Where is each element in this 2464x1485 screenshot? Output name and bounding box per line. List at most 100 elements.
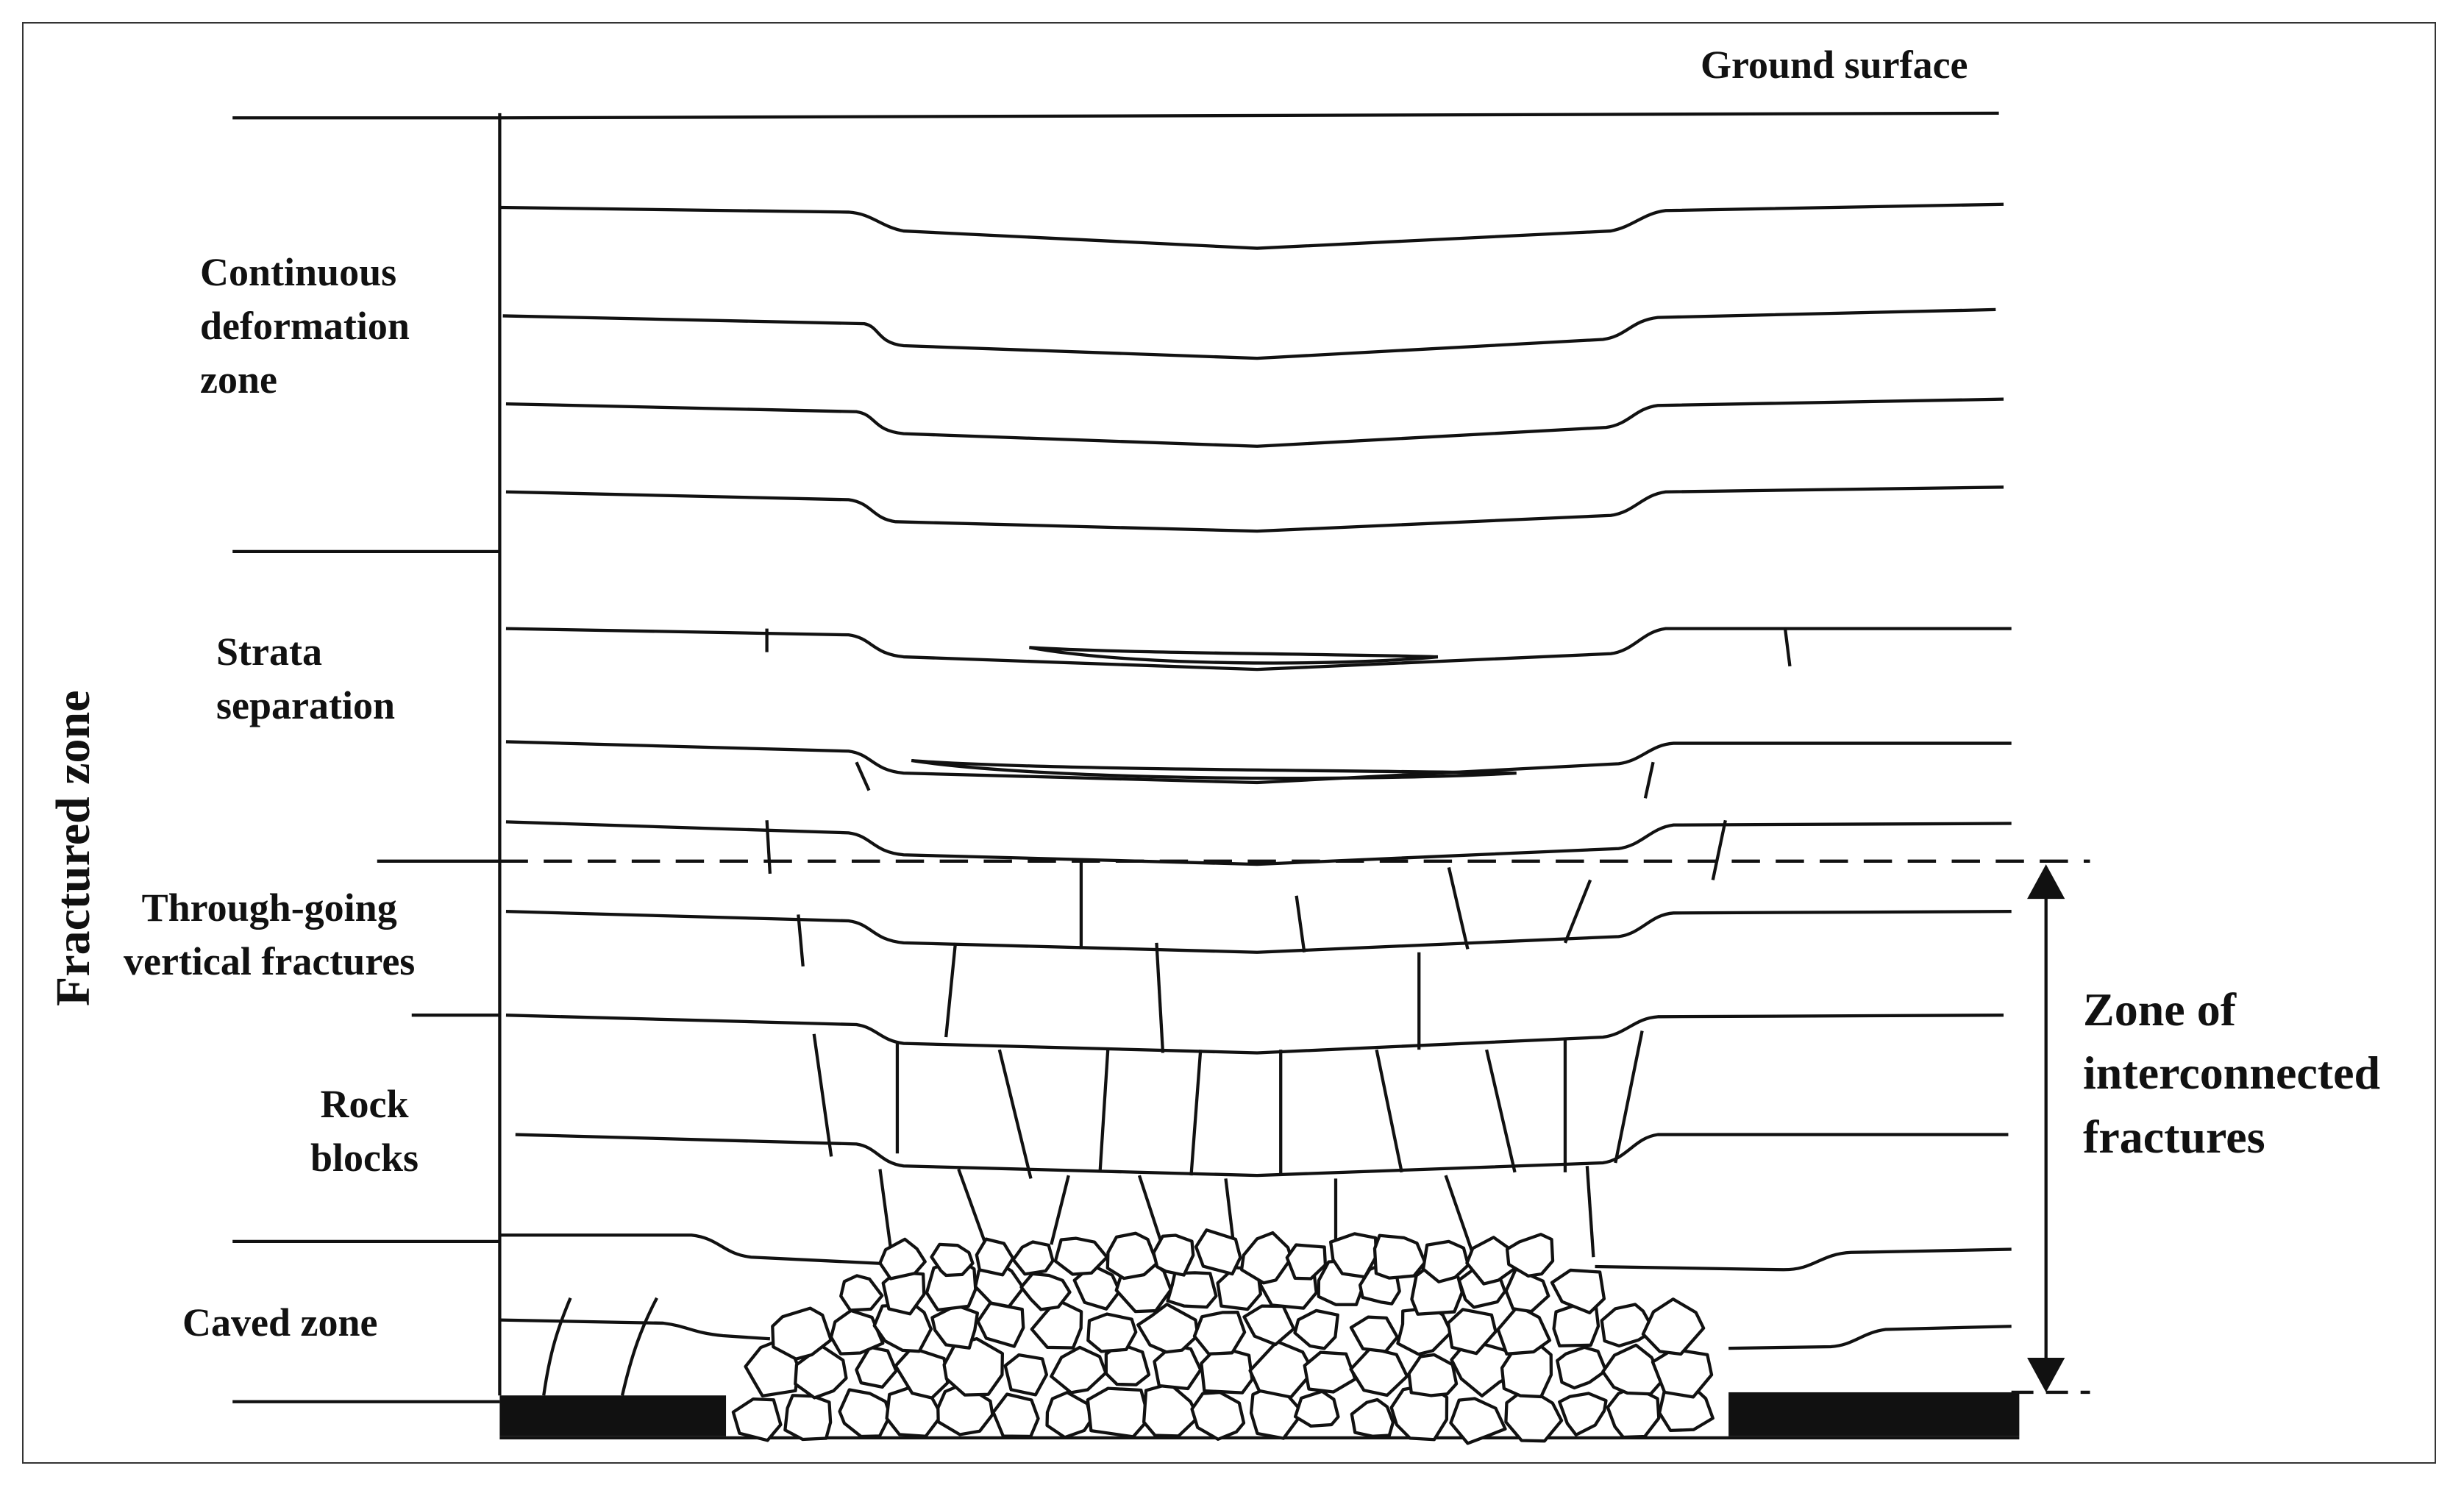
rock-fragment	[1349, 1346, 1409, 1397]
fracture-line	[944, 942, 958, 1038]
rock-fragment	[1239, 1231, 1293, 1285]
fracture-line	[1711, 819, 1727, 880]
rock-fragment	[1450, 1339, 1516, 1397]
rock-fragment	[1349, 1315, 1399, 1353]
rock-fragment	[1152, 1233, 1195, 1277]
ground-surface-label: Ground surface	[1701, 43, 1968, 87]
rock-fragment	[731, 1397, 783, 1442]
arrow-head-up	[2027, 864, 2065, 900]
stratum-line	[505, 1014, 2004, 1055]
fracture-line	[1189, 1050, 1203, 1176]
rock-fragment	[1003, 1353, 1049, 1397]
rock-fragment	[975, 1237, 1015, 1277]
rock-fragment	[1550, 1268, 1606, 1314]
rock-fragment	[1601, 1343, 1664, 1396]
separation-lens	[1029, 646, 1439, 665]
rock-fragment	[1556, 1345, 1608, 1390]
stratum-line	[502, 307, 1996, 360]
fracture-line	[812, 1033, 833, 1157]
fracture-line	[878, 1169, 893, 1251]
rock-fragment	[930, 1303, 980, 1350]
stratum-line	[505, 820, 2012, 866]
rock-fragment	[942, 1336, 1004, 1397]
rock-fragment	[991, 1392, 1040, 1439]
fracture-line	[1485, 1049, 1517, 1173]
stratum-line	[499, 1233, 880, 1265]
fracture-line	[997, 1049, 1033, 1179]
rock-fragment	[1153, 1343, 1203, 1391]
rock-fragment	[1293, 1308, 1339, 1350]
rock-fragment	[1190, 1391, 1246, 1441]
fracture-line	[1375, 1049, 1403, 1173]
rock-fragment	[1558, 1392, 1608, 1436]
rock-fragment	[1045, 1391, 1093, 1439]
stratum-line	[505, 397, 2004, 448]
rock-fragment	[1504, 1267, 1550, 1314]
fracture-line	[1155, 942, 1165, 1053]
rock-fragment	[1446, 1308, 1498, 1356]
rock-fragment	[1600, 1303, 1656, 1348]
rock-fragment	[973, 1261, 1025, 1308]
fracture-line	[765, 820, 772, 875]
rock-fragment	[1011, 1240, 1055, 1276]
fracture-line	[797, 914, 805, 967]
rock-fragment	[1285, 1243, 1328, 1281]
rock-fragment	[1086, 1386, 1151, 1439]
rock-fragment	[878, 1237, 927, 1281]
fracture-line	[620, 1297, 658, 1396]
arrow-head-down	[2027, 1357, 2065, 1392]
rock-fragment	[783, 1394, 833, 1442]
fracture-line	[1783, 628, 1792, 667]
coal-pillar-right	[1728, 1392, 2020, 1436]
stratum-line	[499, 202, 2004, 250]
rock-fragment	[1030, 1298, 1083, 1350]
fracture-line	[1295, 895, 1306, 953]
rock-fragment	[894, 1346, 950, 1400]
caved-rubble	[731, 1228, 1715, 1445]
coal-pillar-left	[499, 1395, 727, 1436]
rock-fragment	[1166, 1271, 1218, 1309]
rock-fragment	[1072, 1264, 1122, 1311]
rock-fragment	[976, 1301, 1025, 1348]
fracture-line	[1444, 1175, 1476, 1258]
rock-fragment	[1449, 1397, 1507, 1445]
rock-fragment	[771, 1306, 833, 1361]
rock-fragment	[1303, 1350, 1357, 1394]
fracture-line	[1098, 1050, 1110, 1172]
rock-fragment	[1641, 1297, 1706, 1356]
stratum-line	[499, 1318, 771, 1341]
stratum-line	[1728, 1325, 2012, 1350]
rock-fragment	[1136, 1303, 1200, 1354]
strata-separation-label: Strata separation	[216, 630, 395, 727]
rock-fragment	[1194, 1228, 1242, 1276]
stratum-line	[505, 740, 2012, 785]
ground-surface-line	[499, 111, 1999, 120]
rock-fragment	[1200, 1345, 1254, 1395]
rock-fragment	[1248, 1339, 1315, 1399]
rock-fragment	[1053, 1236, 1109, 1276]
stratum-line	[505, 485, 2004, 533]
rock-fragment	[1407, 1353, 1459, 1397]
rock-fragment	[1142, 1382, 1200, 1438]
rock-fragment	[829, 1308, 885, 1356]
stratum-line	[515, 1133, 2009, 1178]
rock-fragment	[1505, 1233, 1555, 1278]
fracture-line	[1643, 761, 1655, 799]
rock-fragment	[1329, 1232, 1378, 1279]
rock-fragment	[1192, 1311, 1247, 1356]
fracture-line	[542, 1297, 572, 1396]
fracture-line	[855, 761, 871, 791]
rock-fragment	[1104, 1342, 1151, 1386]
stratum-line	[505, 627, 2012, 672]
rock-fragment	[1350, 1397, 1395, 1438]
fracture-line	[1614, 1030, 1644, 1164]
rock-fragment	[1651, 1347, 1714, 1399]
rock-fragment	[930, 1242, 975, 1278]
caved-zone-label: Caved zone	[182, 1300, 378, 1345]
fractured-zone-label: Fractured zone	[46, 690, 100, 1006]
rock-fragment	[855, 1345, 898, 1389]
rock-fragment	[1105, 1231, 1159, 1281]
separation-lens	[911, 758, 1517, 780]
rock-fragment	[1496, 1304, 1552, 1356]
